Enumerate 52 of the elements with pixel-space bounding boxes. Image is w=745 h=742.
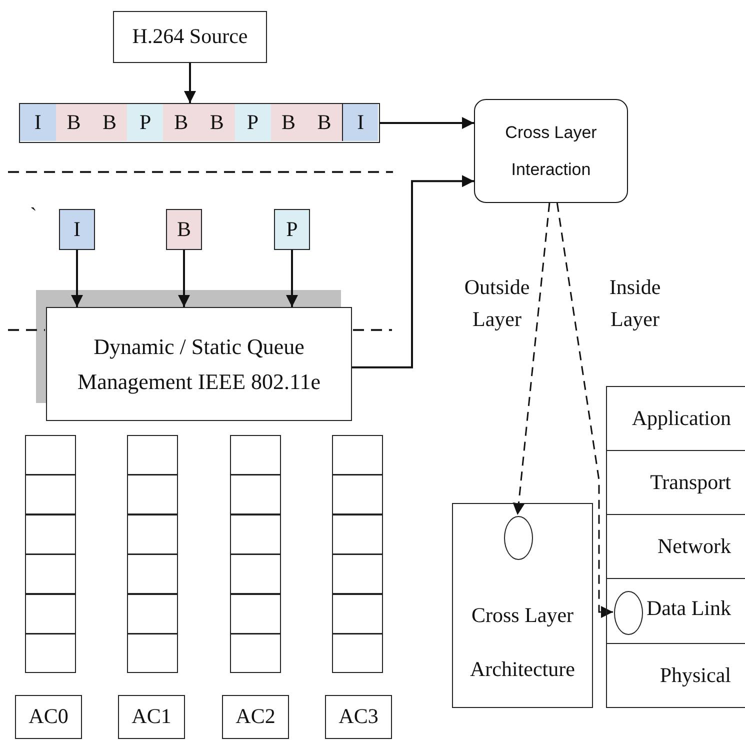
category-label-box: AC2 — [222, 695, 289, 739]
protocol-layer: Network — [606, 514, 745, 578]
node-label: B — [317, 110, 332, 134]
protocol-layer — [606, 578, 745, 643]
node-label: B — [281, 110, 296, 134]
queue-management-box: Dynamic / Static Queue Management IEEE 802.11e — [46, 307, 352, 421]
edge-label: Inside Layer — [608, 274, 662, 332]
interaction-box: Cross Layer Interaction — [474, 99, 628, 203]
frame-sequence-bar — [19, 103, 380, 143]
edge-label: Outside Layer — [463, 274, 531, 332]
arrow — [352, 175, 474, 368]
frame-tile: B — [166, 209, 202, 250]
arrow — [512, 202, 550, 516]
frame-tile: P — [127, 104, 164, 141]
category-label-box: AC3 — [325, 695, 392, 739]
node-text: Cross Layer Architecture — [469, 602, 576, 684]
frame-tile: I — [59, 209, 95, 250]
arrow — [556, 202, 613, 618]
category-label-box: AC0 — [15, 695, 82, 739]
protocol-layer: Application — [606, 386, 745, 450]
frame-tile: B — [306, 104, 342, 141]
protocol-layer: Physical — [606, 643, 745, 708]
frame-tile: P — [274, 209, 310, 250]
arrow — [184, 63, 196, 103]
source-box: H.264 Source — [113, 11, 267, 63]
circle — [614, 591, 643, 635]
frame-tile: B — [199, 104, 235, 141]
frame-tile: B — [163, 104, 199, 141]
queue-column — [332, 435, 383, 673]
node-label: B — [174, 110, 188, 134]
arrow — [71, 250, 83, 307]
frame-tile: P — [234, 104, 271, 141]
frame-tile: B — [270, 104, 306, 141]
arrow — [380, 117, 474, 129]
frame-tile: I — [20, 104, 56, 141]
node-label: B — [66, 110, 81, 134]
arrow — [286, 250, 298, 307]
frame-tile: B — [56, 104, 92, 141]
queue-column — [230, 435, 281, 673]
node-label: B — [210, 110, 224, 134]
arrow — [178, 250, 190, 307]
frame-tile: I — [342, 104, 378, 141]
category-label-box: AC1 — [118, 695, 185, 739]
circle — [504, 516, 533, 560]
note-text: ` — [30, 202, 37, 229]
node-text: Data Link — [646, 596, 731, 622]
architecture-box — [452, 503, 593, 708]
frame-tile: B — [92, 104, 128, 141]
protocol-layer: Transport — [606, 450, 745, 514]
node-label: B — [102, 110, 116, 134]
queue-column — [127, 435, 178, 673]
queue-column — [25, 435, 76, 673]
